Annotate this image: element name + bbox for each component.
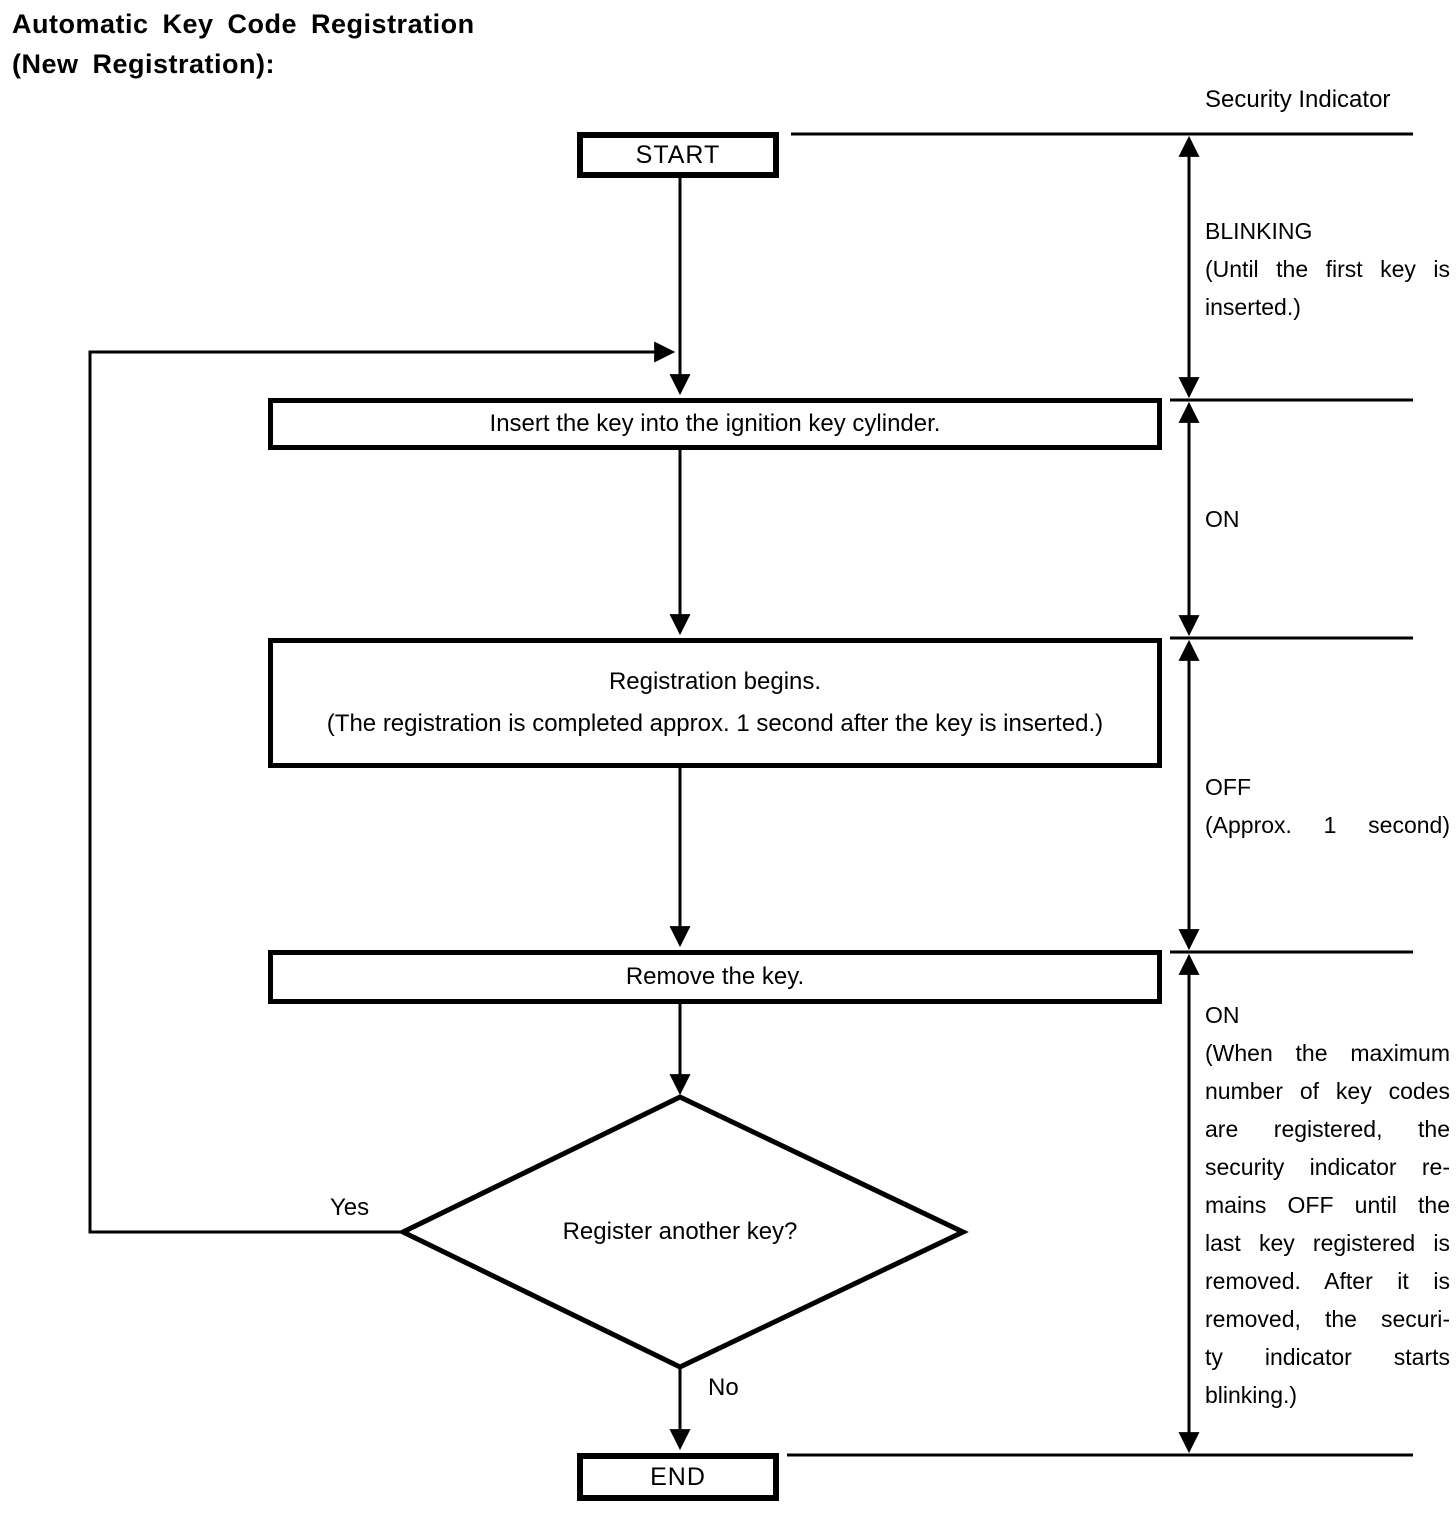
indicator-state-on-2-note: (When the maximum number of key codes ar… — [1205, 1040, 1450, 1408]
indicator-state-blinking-value: BLINKING — [1205, 218, 1313, 244]
indicator-state-off: OFF (Approx. 1 second) — [1205, 768, 1450, 844]
start-node: START — [577, 132, 779, 178]
page-title-line2: (New Registration): — [12, 49, 276, 79]
indicator-state-on-2-value: ON — [1205, 1002, 1240, 1028]
decision-diamond — [397, 1094, 969, 1370]
process-registration: Registration begins. (The registration i… — [268, 638, 1162, 768]
process-remove-key: Remove the key. — [268, 950, 1162, 1004]
indicator-state-blinking-note: (Until the first key is inserted.) — [1205, 256, 1450, 320]
end-node-label: END — [650, 1462, 706, 1491]
process-registration-line2: (The registration is completed approx. 1… — [326, 710, 1104, 737]
page-title-line1: Automatic Key Code Registration — [12, 9, 475, 39]
loop-line-yes-branch — [88, 341, 676, 1234]
indicator-state-on-2: ON (When the maximum number of key codes… — [1205, 996, 1450, 1414]
indicator-state-on-1-value: ON — [1205, 506, 1240, 532]
indicator-state-off-value: OFF — [1205, 774, 1251, 800]
indicator-state-on-1: ON — [1205, 500, 1450, 538]
process-insert-key: Insert the key into the ignition key cyl… — [268, 398, 1162, 450]
branch-no-label: No — [708, 1374, 739, 1401]
process-registration-line1: Registration begins. — [608, 668, 822, 695]
indicator-state-blinking: BLINKING (Until the first key is inserte… — [1205, 212, 1450, 326]
security-indicator-header: Security Indicator — [1205, 86, 1391, 113]
page-title: Automatic Key Code Registration (New Reg… — [12, 4, 475, 84]
start-node-label: START — [635, 140, 721, 169]
decision-label: Register another key? — [562, 1218, 798, 1245]
branch-yes-label: Yes — [330, 1194, 370, 1221]
end-node: END — [577, 1453, 779, 1501]
process-insert-key-label: Insert the key into the ignition key cyl… — [489, 410, 941, 437]
indicator-state-off-note: (Approx. 1 second) — [1205, 812, 1450, 838]
process-remove-key-label: Remove the key. — [625, 963, 805, 990]
